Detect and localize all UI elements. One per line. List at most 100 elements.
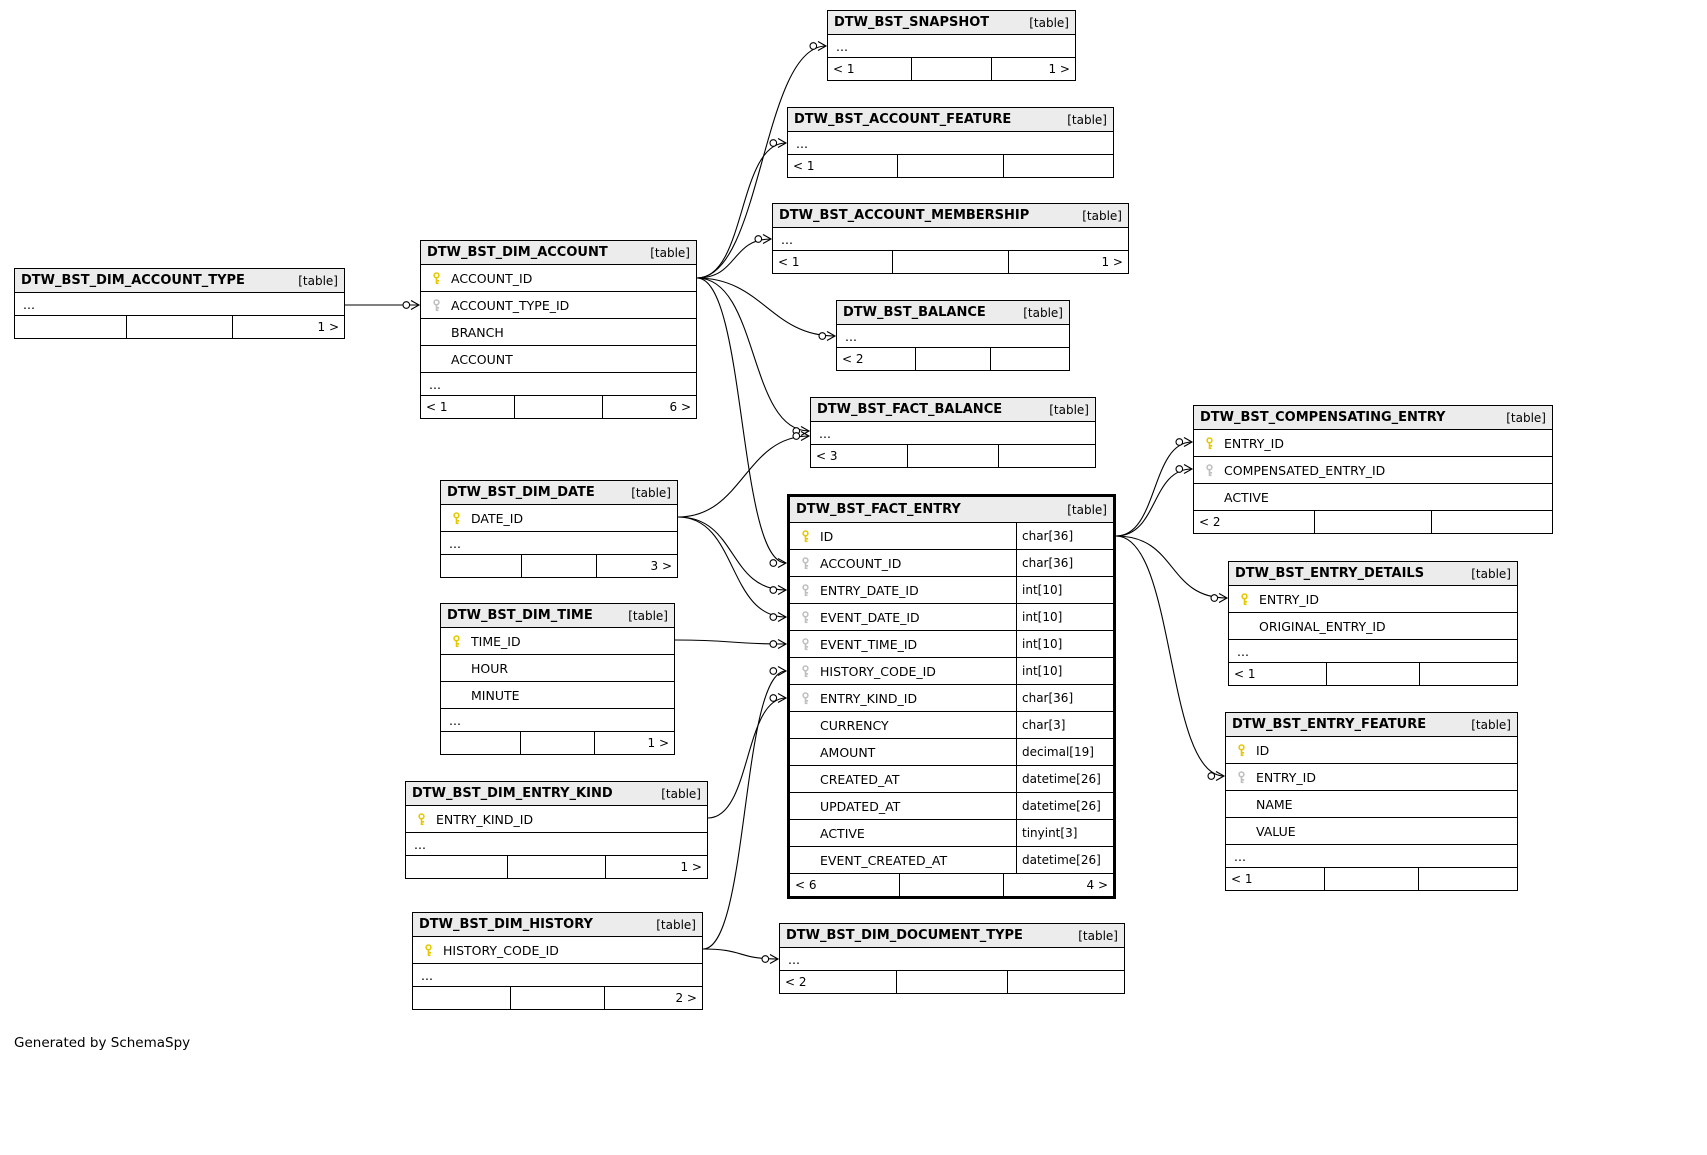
imported-keys-count [406,856,507,878]
imported-keys-count: < 1 [793,159,815,173]
column-name: ENTRY_ID [1259,591,1319,607]
key-cell [790,529,820,543]
footer-spacer [513,396,603,418]
table-dtw_bst_balance[interactable]: DTW_BST_BALANCE[table]...< 2 [836,300,1070,371]
table-dtw_bst_fact_balance[interactable]: DTW_BST_FACT_BALANCE[table]...< 3 [810,397,1096,468]
column-name: HOUR [471,660,509,676]
table-footer: < 2 [1194,511,1552,533]
table-title: DTW_BST_FACT_BALANCE [817,402,1003,417]
imported-keys-count: < 1 [1231,872,1253,886]
table-title: DTW_BST_DIM_DOCUMENT_TYPE [786,928,1023,943]
key-cell [1194,463,1224,477]
table-title: DTW_BST_DIM_ENTRY_KIND [412,786,613,801]
footer-spacer [915,348,989,370]
imported-keys-count [15,316,126,338]
table-header: DTW_BST_DIM_ACCOUNT_TYPE[table] [15,269,344,293]
table-header: DTW_BST_SNAPSHOT[table] [828,11,1075,35]
column-name: ACCOUNT_ID [451,270,533,286]
exported-keys-count [1002,155,1113,177]
columns-ellipsis-row: ... [773,228,1128,251]
imported-keys-count: < 1 [778,255,800,269]
footer-spacer [892,251,1007,273]
column-name: DATE_ID [471,510,524,526]
column-type: char[36] [1016,523,1113,549]
relationship-fact_entry-to-entry_feature [1115,535,1226,781]
column-row: TIME_ID [441,628,674,655]
table-type-badge: [table] [650,245,690,260]
columns-ellipsis: ... [449,535,461,551]
table-type-badge: [table] [1023,305,1063,320]
columns-ellipsis-row: ... [406,833,707,856]
table-footer: < 3 [811,445,1095,467]
relationship-dim_account-to-fact_balance [696,277,811,436]
table-dtw_bst_dim_date[interactable]: DTW_BST_DIM_DATE[table] DATE_ID... 3 > [440,480,678,578]
table-dtw_bst_dim_account_type[interactable]: DTW_BST_DIM_ACCOUNT_TYPE[table]...1 > [14,268,345,339]
key-cell [421,271,451,285]
column-name: HISTORY_CODE_ID [443,942,559,958]
table-header: DTW_BST_DIM_DATE[table] [441,481,677,505]
column-name: ORIGINAL_ENTRY_ID [1259,618,1386,634]
exported-keys-count: 3 > [596,555,677,577]
column-row: ACCOUNT_TYPE_ID [421,292,696,319]
footer-spacer [895,971,1008,993]
table-type-badge: [table] [1082,208,1122,223]
table-dtw_bst_dim_history[interactable]: DTW_BST_DIM_HISTORY [table] HISTORY_CODE_I… [412,912,703,1010]
table-header: DTW_BST_DIM_HISTORY [table] [413,913,702,937]
column-name: TIME_ID [471,633,521,649]
column-row: ACTIVE [1194,484,1552,511]
table-dtw_bst_dim_account[interactable]: DTW_BST_DIM_ACCOUNT[table] ACCOUNT_ID ACCO… [420,240,697,419]
column-name: AMOUNT [820,744,876,760]
table-footer: < 1 [788,155,1113,177]
footer-spacer [1314,511,1430,533]
table-title: DTW_BST_DIM_HISTORY [419,917,593,932]
table-header: DTW_BST_BALANCE [table] [837,301,1069,325]
imported-keys-count: < 2 [1199,515,1221,529]
imported-keys-count: < 6 [795,878,817,892]
table-footer: < 2 [780,971,1124,993]
table-header: DTW_BST_DIM_DOCUMENT_TYPE [table] [780,924,1124,948]
foreign-key-icon [799,637,812,651]
foreign-key-icon [799,610,812,624]
table-type-badge: [table] [661,786,701,801]
table-type-badge: [table] [1078,928,1118,943]
relationship-dim_account-to-balance [696,277,837,341]
primary-key-icon [415,812,428,826]
table-title: DTW_BST_BALANCE [843,305,986,320]
table-dtw_bst_compensating_entry[interactable]: DTW_BST_COMPENSATING_ENTRY[table] ENTRY_I… [1193,405,1553,534]
table-title: DTW_BST_ACCOUNT_FEATURE [794,112,1012,127]
relationship-dim_history-to-fact_entry [702,666,788,950]
table-header: DTW_BST_COMPENSATING_ENTRY[table] [1194,406,1552,430]
foreign-key-icon [799,691,812,705]
imported-keys-count: < 1 [833,62,855,76]
table-dtw_bst_account_feature[interactable]: DTW_BST_ACCOUNT_FEATURE[table]...< 1 [787,107,1114,178]
key-cell [441,511,471,525]
relationship-dim_account-to-account_feature [696,138,788,279]
exported-keys-count [989,348,1069,370]
footer-spacer [898,874,1004,896]
column-type: datetime[26] [1016,793,1113,819]
table-dtw_bst_dim_entry_kind[interactable]: DTW_BST_DIM_ENTRY_KIND[table]ENTRY_KIND_… [405,781,708,879]
columns-ellipsis: ... [1234,848,1246,864]
columns-ellipsis-row: ... [441,532,677,555]
column-row: ENTRY_ID [1194,430,1552,457]
table-type-badge: [table] [656,917,696,932]
key-cell [413,943,443,957]
table-header: DTW_BST_FACT_ENTRY[table] [790,497,1113,523]
column-name: ENTRY_ID [1224,435,1284,451]
columns-ellipsis: ... [421,967,433,983]
table-header: DTW_BST_DIM_ACCOUNT[table] [421,241,696,265]
column-name: UPDATED_AT [820,798,901,814]
table-type-badge: [table] [1029,15,1069,30]
table-dtw_bst_dim_document_type[interactable]: DTW_BST_DIM_DOCUMENT_TYPE[table]...< 2 [779,923,1125,994]
columns-ellipsis-row: ... [811,422,1095,445]
